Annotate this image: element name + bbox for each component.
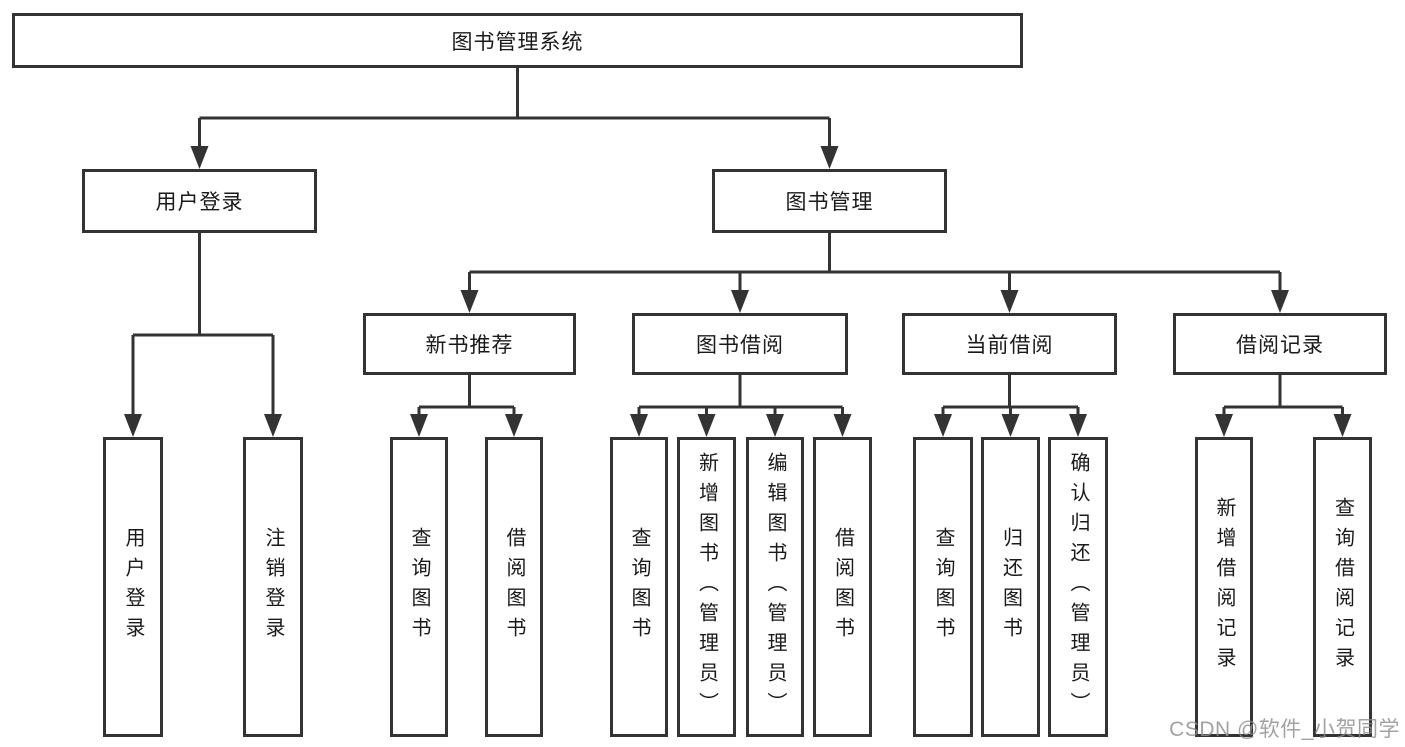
- node-label: 新增借阅记录: [1213, 497, 1235, 677]
- leaf-logout: 注销登录: [243, 437, 303, 737]
- leaf-query-book-1: 查询图书: [390, 437, 448, 737]
- node-user-login: 用户登录: [82, 169, 317, 233]
- arrowheads: [124, 146, 1352, 437]
- node-label: 注销登录: [262, 527, 284, 647]
- node-label: 图书管理系统: [451, 30, 584, 54]
- leaf-add-borrow-record: 新增借阅记录: [1195, 437, 1253, 737]
- node-label: 归还图书: [999, 527, 1022, 647]
- leaf-query-book-3: 查询图书: [913, 437, 973, 737]
- node-borrow-records: 借阅记录: [1173, 313, 1387, 375]
- leaf-edit-book-admin: 编辑图书（管理员）: [746, 437, 804, 737]
- node-label: 借阅图书: [503, 527, 525, 647]
- node-label: 用户登录: [122, 527, 144, 647]
- node-label: 借阅记录: [1236, 334, 1324, 357]
- node-label: 借阅图书: [831, 527, 854, 647]
- leaf-query-book-2: 查询图书: [610, 437, 668, 737]
- leaf-confirm-return-admin: 确认归还（管理员）: [1048, 437, 1108, 737]
- node-label: 确认归还（管理员）: [1067, 452, 1089, 722]
- node-label: 编辑图书（管理员）: [764, 452, 786, 722]
- node-label: 用户登录: [155, 191, 244, 214]
- node-label: 查询图书: [628, 527, 650, 647]
- node-label: 查询借阅记录: [1331, 497, 1354, 677]
- tree-edges: [131, 68, 1344, 416]
- node-label: 查询图书: [932, 527, 954, 647]
- node-new-book-recommend: 新书推荐: [363, 313, 576, 375]
- node-label: 查询图书: [408, 527, 430, 647]
- node-label: 新增图书（管理员）: [695, 452, 718, 722]
- node-current-borrow: 当前借阅: [902, 313, 1117, 375]
- node-root: 图书管理系统: [12, 13, 1023, 68]
- node-book-borrow: 图书借阅: [632, 313, 848, 375]
- node-label: 当前借阅: [965, 334, 1054, 357]
- node-label: 图书借阅: [696, 334, 784, 357]
- csdn-watermark: CSDN @软件_小贺同学: [1169, 718, 1400, 741]
- leaf-borrow-book-1: 借阅图书: [485, 437, 543, 737]
- leaf-borrow-book-2: 借阅图书: [813, 437, 872, 737]
- node-label: 图书管理: [785, 191, 874, 214]
- leaf-query-borrow-record: 查询借阅记录: [1313, 437, 1372, 737]
- node-label: 新书推荐: [425, 334, 514, 357]
- leaf-return-book: 归还图书: [981, 437, 1040, 737]
- leaf-add-book-admin: 新增图书（管理员）: [677, 437, 736, 737]
- node-book-management: 图书管理: [712, 169, 947, 233]
- leaf-user-login: 用户登录: [103, 437, 163, 737]
